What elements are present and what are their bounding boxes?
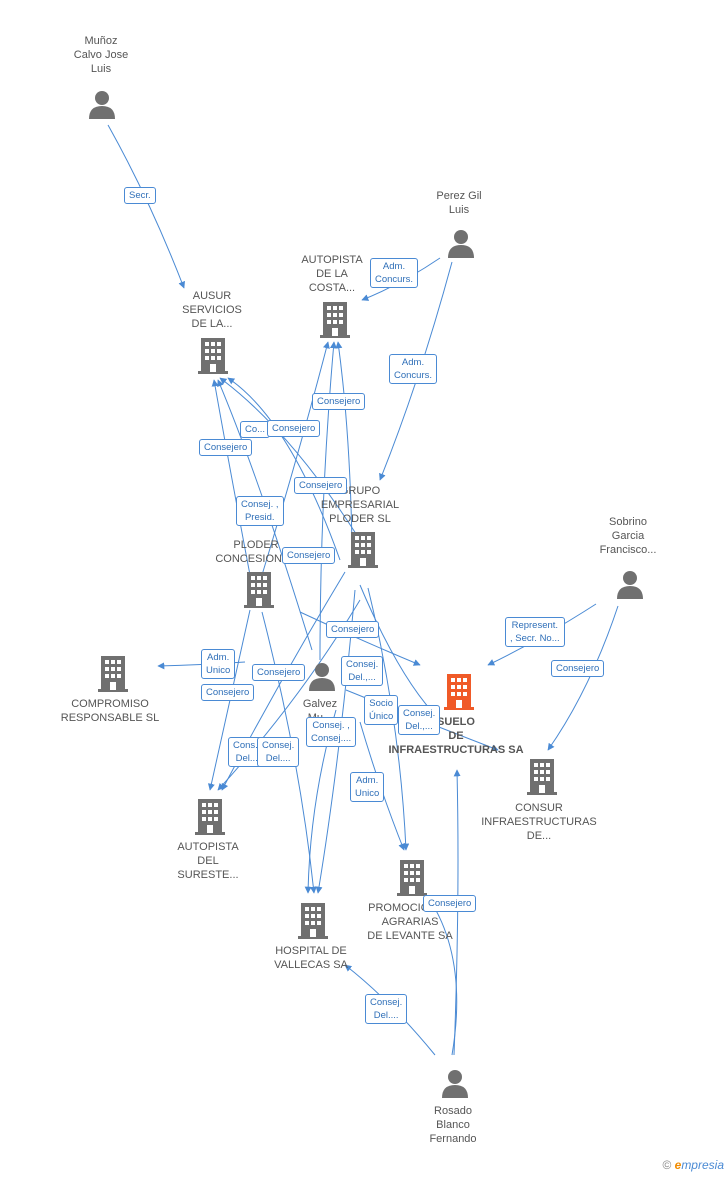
building-icon	[298, 903, 328, 939]
node-label: AUTOPISTA DE LA COSTA...	[301, 254, 363, 294]
edge-galvez-ausur-2	[227, 377, 341, 561]
edge-label-box[interactable]: Consejero	[201, 684, 255, 701]
edge-rosado-suelo	[453, 769, 461, 1056]
edge-label-box[interactable]: Secr.	[124, 187, 156, 204]
building-icon	[348, 532, 378, 568]
edge-grupo-ausur	[219, 377, 361, 541]
edge-label-box[interactable]: Adm. Concurs.	[389, 354, 438, 384]
brand-credit: © empresia	[662, 1158, 724, 1172]
edge-label-box[interactable]: Represent. , Secr. No...	[505, 617, 565, 647]
edge-label-box[interactable]: Consej. Del....	[365, 994, 408, 1024]
edge-label-box[interactable]: Consejero	[312, 393, 366, 410]
node-label: HOSPITAL DE VALLECAS SA	[274, 945, 348, 971]
node-label: GRUPO EMPRESARIAL PLODER SL	[320, 485, 400, 525]
person-icon	[309, 663, 335, 691]
edge-label-box[interactable]: Consejero	[294, 477, 348, 494]
edge-label-box[interactable]: Consej. , Presid.	[236, 496, 284, 526]
edge-label-box[interactable]: Consej. Del.,...	[398, 705, 441, 735]
edge-munoz-ausur	[107, 124, 185, 289]
node-label: Muñoz Calvo Jose Luis	[73, 35, 129, 75]
person-icon	[89, 91, 115, 119]
edge-label-box[interactable]: Consej. , Consej....	[306, 717, 357, 747]
building-icon	[195, 799, 225, 835]
edge-label-box[interactable]: Socio Único	[364, 695, 399, 725]
building-icon	[244, 572, 274, 608]
node-label: AUSUR SERVICIOS DE LA...	[182, 290, 242, 330]
node-label: Perez Gil Luis	[436, 190, 482, 216]
edge-label-box[interactable]: Consej. Del.,...	[341, 656, 384, 686]
edge-sobrino-consur	[547, 605, 619, 751]
node-label: Rosado Blanco Fernando	[429, 1105, 477, 1145]
person-icon	[448, 230, 474, 258]
edge-label-box[interactable]: Consejero	[252, 664, 306, 681]
edge-label-box[interactable]: Consejero	[267, 420, 321, 437]
building-icon	[444, 674, 474, 710]
edge-ploder-costa	[261, 341, 330, 576]
edge-label-box[interactable]: Consejero	[423, 895, 477, 912]
edge-ploder-compromiso	[157, 661, 246, 670]
node-label: SUELO DE INFRAESTRUCTURAS SA	[388, 716, 524, 756]
building-icon	[320, 302, 350, 338]
brand-logo-e: e	[674, 1158, 682, 1172]
edge-label-box[interactable]: Consejero	[551, 660, 605, 677]
edge-label-box[interactable]: Adm. Concurs.	[370, 258, 419, 288]
node-label: CONSUR INFRAESTRUCTURAS DE...	[481, 802, 597, 842]
edge-label-box[interactable]: Consejero	[199, 439, 253, 456]
edge-label-box[interactable]: Consejero	[326, 621, 380, 638]
edge-ploder-ausur	[211, 379, 251, 576]
edge-label-box[interactable]: Adm. Unico	[201, 649, 236, 679]
edge-label-box[interactable]: Consej. Del....	[257, 737, 300, 767]
node-label: PLODER CONCESIONES	[215, 539, 297, 565]
node-label: AUTOPISTA DEL SURESTE...	[177, 841, 239, 881]
node-label: COMPROMISO RESPONSABLE SL	[60, 698, 160, 724]
edge-label-box[interactable]: Adm. Unico	[350, 772, 385, 802]
edge-galvez-costa	[319, 341, 337, 661]
edge-grupo-costa	[335, 341, 353, 546]
person-icon	[617, 571, 643, 599]
person-icon	[442, 1070, 468, 1098]
copyright-symbol: ©	[662, 1158, 672, 1172]
building-icon	[527, 759, 557, 795]
brand-logo-text: mpresia	[681, 1158, 724, 1172]
edge-label-box[interactable]: Co...	[240, 421, 271, 438]
building-icon	[397, 860, 427, 896]
building-icon	[198, 338, 228, 374]
building-icon	[98, 656, 128, 692]
edge-galvez-suelo	[299, 611, 421, 666]
node-label: Sobrino Garcia Francisco...	[599, 516, 657, 556]
edge-label-box[interactable]: Consejero	[282, 547, 336, 564]
